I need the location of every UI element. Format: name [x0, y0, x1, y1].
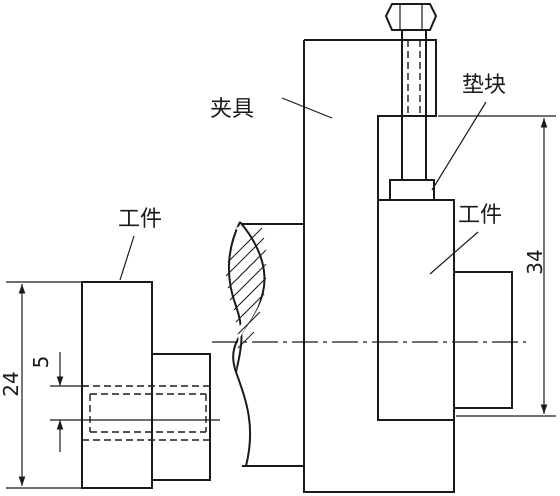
dim-34-label: 34 [523, 249, 547, 274]
right-workpiece-boss [453, 271, 513, 409]
leader-workpiece-right [429, 231, 479, 275]
fixture: 34 夹具 垫块 工件 [210, 3, 556, 493]
left-workpiece-boss [151, 353, 211, 481]
leader-fixture [281, 97, 333, 119]
dim-24-label: 24 [0, 371, 23, 396]
hatch-lines [225, 227, 267, 349]
label-workpiece-right: 工件 [458, 203, 502, 228]
label-fixture: 夹具 [210, 97, 254, 122]
left-workpiece: 24 5 工件 [0, 207, 220, 489]
left-workpiece-body [81, 281, 153, 489]
right-workpiece-body [377, 199, 455, 421]
label-spacer: 垫块 [462, 73, 506, 98]
break-line [232, 221, 266, 467]
leader-spacer [431, 101, 487, 191]
label-workpiece-left: 工件 [118, 207, 162, 232]
leader-workpiece-left [119, 235, 135, 281]
bolt-head [384, 3, 438, 31]
spacer-block [389, 179, 435, 201]
dim-5-label: 5 [29, 356, 53, 369]
break-line-inner [228, 221, 243, 373]
